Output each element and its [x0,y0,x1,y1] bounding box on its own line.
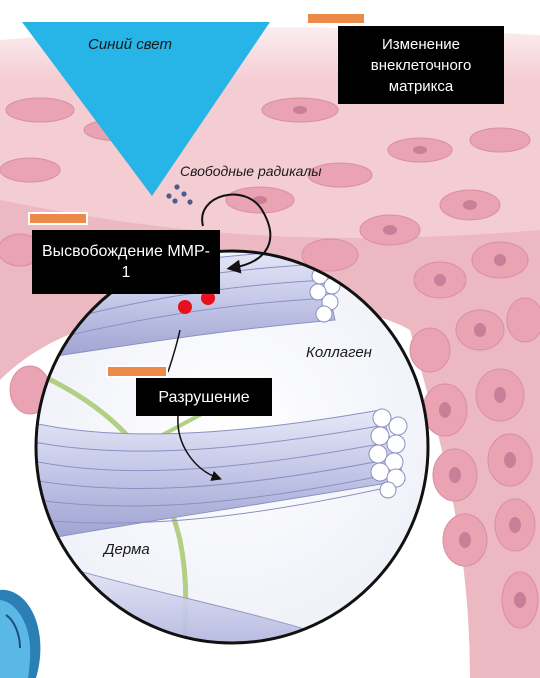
free-radicals-label: Свободные радикалы [180,163,322,179]
ecm-change-text: Изменение внеклеточного матрикса [352,34,490,97]
ecm-tag [306,12,366,25]
blue-light-label: Синий свет [88,36,172,53]
collagen-label: Коллаген [306,344,372,361]
ecm-change-box: Изменение внеклеточного матрикса [338,26,504,104]
destruction-box: Разрушение [136,378,272,416]
mmp1-tag [28,212,88,225]
destruction-text: Разрушение [158,387,249,408]
dermis-label: Дерма [104,541,150,558]
mmp1-release-box: Высвобождение MMP-1 [32,230,220,294]
face-illustration [0,590,40,678]
mmp1-release-text: Высвобождение MMP-1 [42,241,210,283]
destruction-tag [106,365,168,378]
